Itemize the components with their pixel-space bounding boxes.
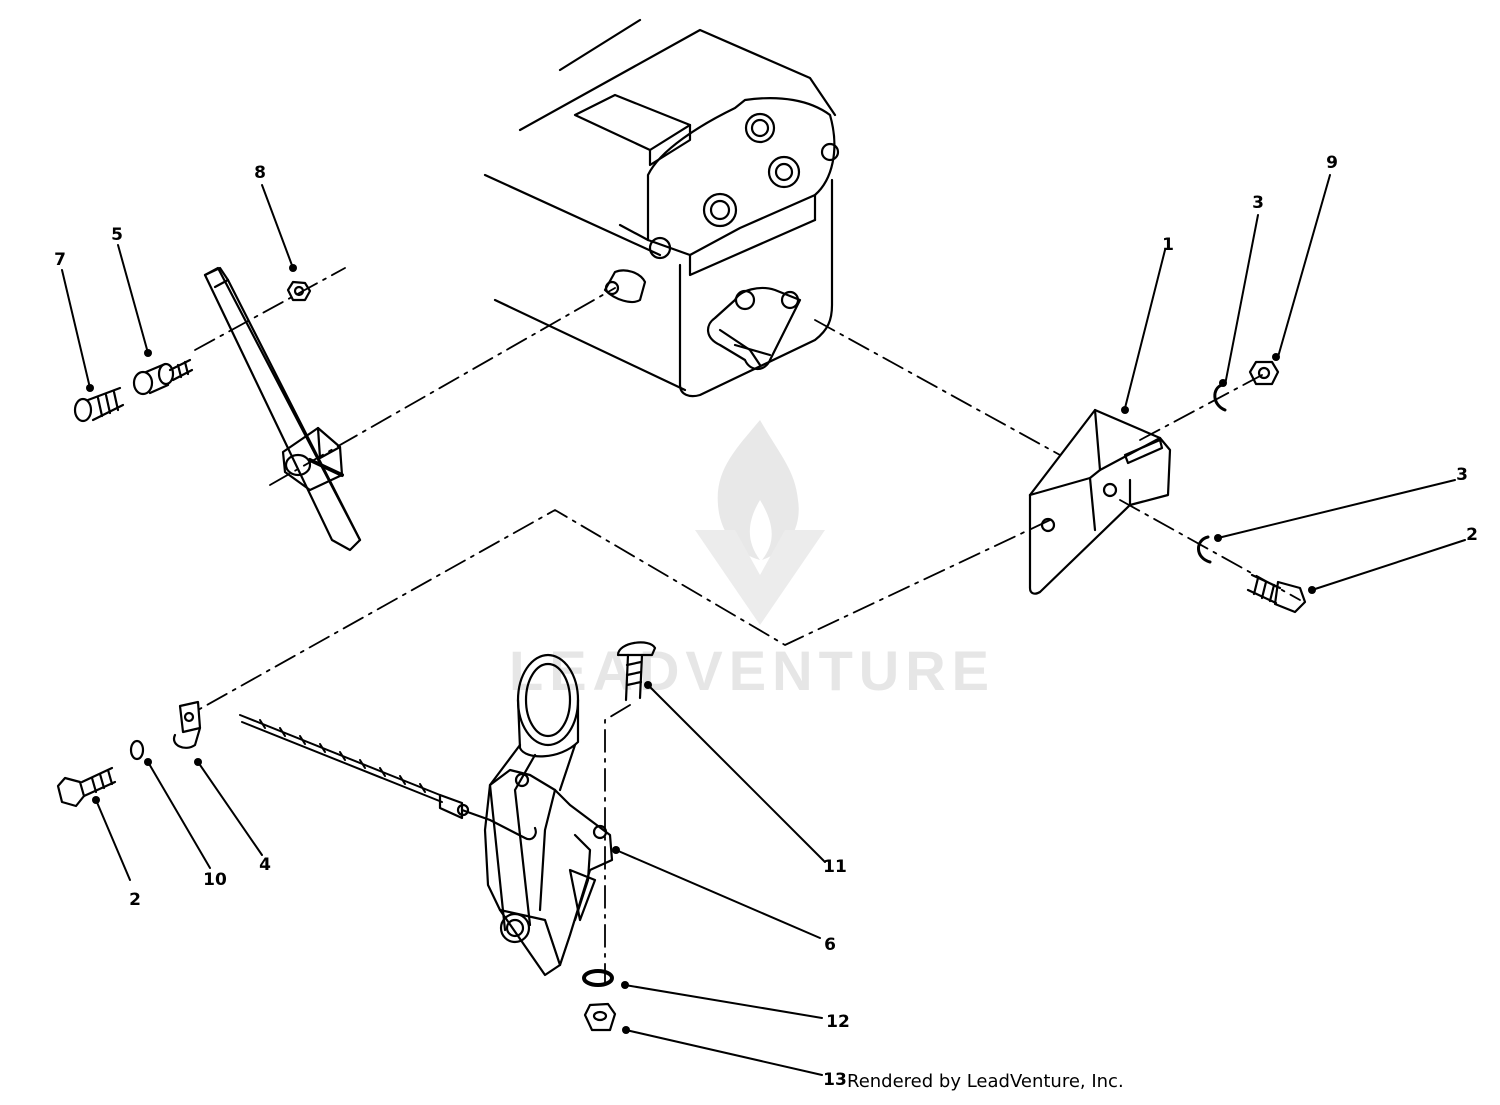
callout-13: 13: [823, 1070, 847, 1090]
lever-arm: [203, 266, 362, 552]
part-11-bolt: [616, 641, 657, 702]
callout-2a: 2: [1466, 525, 1478, 545]
callout-12: 12: [826, 1012, 850, 1032]
part-4-clamp: [172, 700, 202, 749]
callout-7: 7: [54, 250, 66, 270]
leader-dots: [86, 264, 1316, 1034]
part-3-washer-upper: [1213, 383, 1227, 412]
watermark-v-icon: [695, 530, 825, 625]
watermark-text: LEADVENTURE: [509, 639, 995, 702]
callout-6: 6: [824, 935, 836, 955]
callout-3b: 3: [1456, 465, 1468, 485]
callout-4: 4: [259, 855, 271, 875]
callout-1: 1: [1162, 235, 1174, 255]
callout-11: 11: [823, 857, 847, 877]
part-1-bracket: [1028, 408, 1172, 595]
leader-lines: [61, 174, 1466, 1076]
part-13-nut: [583, 1002, 617, 1032]
control-cable: [239, 714, 537, 841]
shift-lever: [483, 653, 614, 977]
part-3-washer-lower: [1197, 535, 1212, 564]
part-10-washer: [129, 739, 145, 761]
watermark-flame-icon: [717, 420, 799, 560]
callout-2b: 2: [129, 890, 141, 910]
callout-3a: 3: [1252, 193, 1264, 213]
callout-9: 9: [1326, 153, 1338, 173]
callout-10: 10: [203, 870, 227, 890]
render-credit: Rendered by LeadVenture, Inc.: [847, 1071, 1124, 1092]
part-2-bolt-right: [1246, 573, 1307, 614]
part-7-screw: [73, 386, 125, 423]
centerlines: [194, 267, 1301, 986]
part-9-nut: [1248, 360, 1280, 386]
part-2-bolt-left: [56, 766, 117, 808]
part-8-nut: [286, 280, 312, 302]
part-5-spacer: [132, 358, 194, 396]
engine-housing: [483, 18, 840, 398]
watermark: LEADVENTURE: [509, 420, 995, 702]
callout-8: 8: [254, 163, 266, 183]
callout-5: 5: [111, 225, 123, 245]
callout-labels: 1 2 2 3 3 4 5 6 7 8 9 10 11 12 13: [54, 153, 1478, 1090]
part-12-lockwasher: [582, 969, 614, 987]
